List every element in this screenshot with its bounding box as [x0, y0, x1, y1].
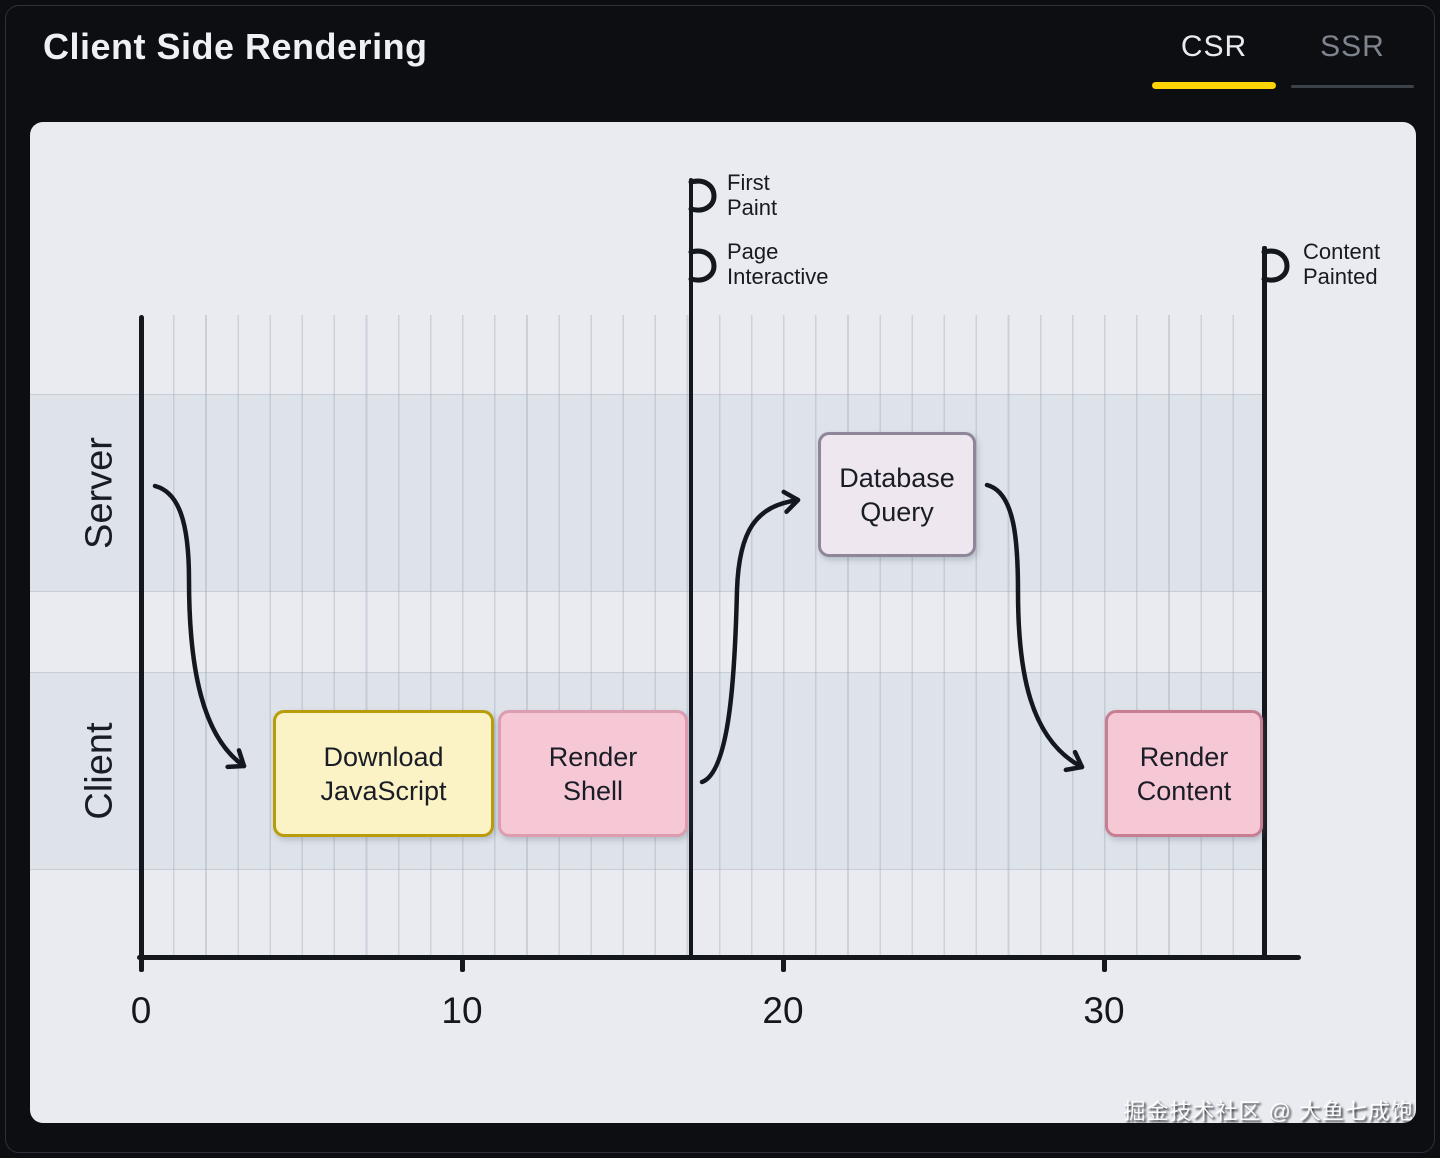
x-tick-label-20: 20	[762, 990, 804, 1031]
tab-csr-label: CSR	[1180, 30, 1248, 63]
task-database-query: Database Query	[818, 432, 976, 557]
milestone-pole-first-paint	[688, 178, 694, 958]
chart-panel: Server Client Download JavaScript Render…	[30, 122, 1416, 1123]
tab-ssr[interactable]: SSR	[1291, 30, 1414, 94]
x-tick-label-0: 0	[130, 990, 152, 1031]
task-render-content: Render Content	[1105, 710, 1263, 837]
tab-csr[interactable]: CSR	[1152, 30, 1276, 94]
task-render-shell: Render Shell	[498, 710, 688, 837]
task-label-line: Query	[860, 496, 934, 527]
task-label-line: Download	[323, 741, 444, 772]
row-label-client: Client	[78, 722, 121, 820]
milestone-pole-content-painted	[1262, 246, 1267, 958]
content-painted-flag-icon	[1261, 248, 1290, 283]
tab-ssr-inactive-underline	[1291, 85, 1414, 88]
grid-lines	[141, 315, 1264, 956]
watermark: 掘金技术社区 @ 大鱼七成饱	[1123, 1099, 1414, 1124]
x-tick-label-10: 10	[441, 990, 483, 1031]
milestone-label-page-interactive: Page Interactive	[727, 239, 829, 289]
x-tick-label-30: 30	[1083, 990, 1125, 1031]
page-interactive-flag-icon	[688, 248, 717, 283]
row-label-server: Server	[78, 437, 121, 549]
tab-ssr-label: SSR	[1320, 30, 1385, 63]
task-label-line: Shell	[562, 775, 624, 806]
x-axis-tick-10	[459, 955, 465, 972]
task-label-line: Render	[1139, 741, 1229, 772]
milestone-label-content-painted: Content Painted	[1303, 239, 1381, 289]
x-axis-tick-0	[138, 955, 144, 972]
task-label-line: Database	[839, 462, 955, 493]
task-label-line: Render	[548, 741, 638, 772]
milestone-label-first-paint: First Paint	[727, 170, 778, 220]
card-border	[5, 5, 1435, 1153]
page-title: Client Side Rendering	[43, 26, 428, 67]
task-label-line: Content	[1136, 775, 1232, 806]
x-axis-line	[137, 954, 1301, 960]
task-download-javascript: Download JavaScript	[273, 710, 494, 837]
task-label-line: JavaScript	[320, 775, 447, 806]
tab-csr-active-underline	[1152, 82, 1276, 89]
first-paint-flag-icon	[688, 178, 717, 213]
x-axis-tick-20	[780, 955, 786, 972]
y-axis-line	[138, 315, 144, 970]
x-axis-tick-30	[1101, 955, 1107, 972]
